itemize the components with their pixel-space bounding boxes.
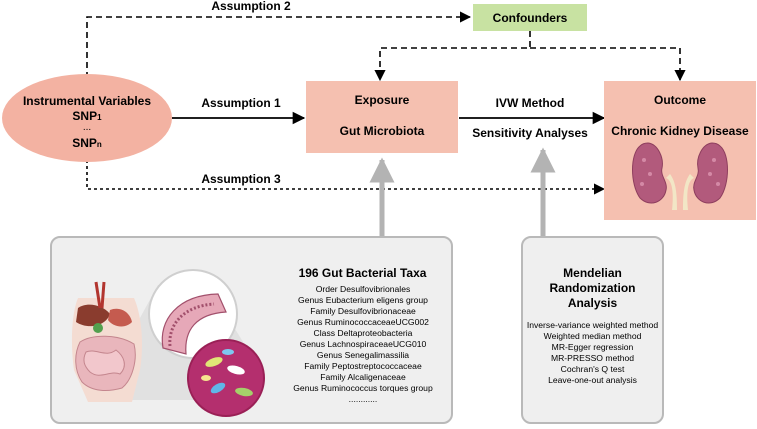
instrumental-variables-title: Instrumental Variables	[22, 94, 152, 108]
taxa-item: Genus Senegalimassilia	[316, 350, 410, 360]
confounders-to-outcome-arrow	[530, 47, 686, 82]
exposure-title: Exposure	[354, 93, 410, 107]
snp-ellipsis: ...	[82, 122, 92, 133]
instrumental-variables-node	[2, 74, 172, 162]
taxa-item: Family Desulfovibrionaceae	[310, 306, 416, 316]
ivw-method-label: IVW Method	[495, 96, 565, 110]
confounders-label: Confounders	[492, 11, 568, 25]
outcome-box	[604, 81, 756, 220]
sensitivity-analyses-label: Sensitivity Analyses	[472, 126, 588, 140]
taxa-item: ............	[348, 394, 378, 404]
taxa-item: Family Alcaligenaceae	[320, 372, 406, 382]
mr-method-item: MR-PRESSO method	[550, 353, 635, 363]
snp1-label: SNP1	[72, 109, 102, 123]
mr-method-item: Leave-one-out analysis	[548, 375, 637, 385]
mr-analysis-panel	[521, 236, 664, 424]
outcome-subtitle: Chronic Kidney Disease	[611, 124, 749, 138]
mr-method-list: Inverse-variance weighted method Weighte…	[521, 320, 664, 386]
assumption-1-label: Assumption 1	[201, 96, 281, 110]
assumption-3-arrow	[86, 160, 606, 195]
mr-method-item: Weighted median method	[543, 331, 642, 341]
taxa-item: Genus Eubacterium eligens group	[298, 295, 428, 305]
taxa-item: Genus RuminococcaceaeUCG002	[297, 317, 429, 327]
exposure-box	[306, 81, 458, 153]
taxa-title: 196 Gut Bacterial Taxa	[298, 266, 427, 280]
confounders-to-exposure-arrow	[374, 31, 531, 82]
taxa-list: Order Desulfovibrionales Genus Eubacteri…	[282, 284, 444, 405]
exposure-subtitle: Gut Microbiota	[339, 124, 425, 138]
kidneys-illustration	[632, 142, 728, 210]
taxa-item: Class Deltaproteobacteria	[313, 328, 413, 338]
assumption-2-label: Assumption 2	[211, 0, 291, 13]
taxa-item: Family Peptostreptococcaceae	[304, 361, 422, 371]
assumption-2-arrow	[86, 11, 472, 78]
mr-title-line-2: Randomization	[549, 281, 636, 295]
outcome-title: Outcome	[653, 93, 706, 107]
mr-method-item: Cochran's Q test	[560, 364, 625, 374]
assumption-3-label: Assumption 3	[201, 172, 281, 186]
mr-method-item: MR-Egger regression	[551, 342, 634, 352]
mr-title-line-3: Analysis	[567, 296, 618, 310]
gut-illustration	[71, 269, 265, 417]
snpn-label: SNPn	[72, 136, 102, 150]
taxa-item: Genus Ruminococcus torques group	[293, 383, 433, 393]
taxa-item: Genus LachnospiraceaeUCG010	[299, 339, 427, 349]
mr-method-item: Inverse-variance weighted method	[526, 320, 659, 330]
mr-title-line-1: Mendelian	[563, 266, 622, 280]
taxa-item: Order Desulfovibrionales	[315, 284, 411, 294]
confounders-box	[473, 4, 587, 31]
